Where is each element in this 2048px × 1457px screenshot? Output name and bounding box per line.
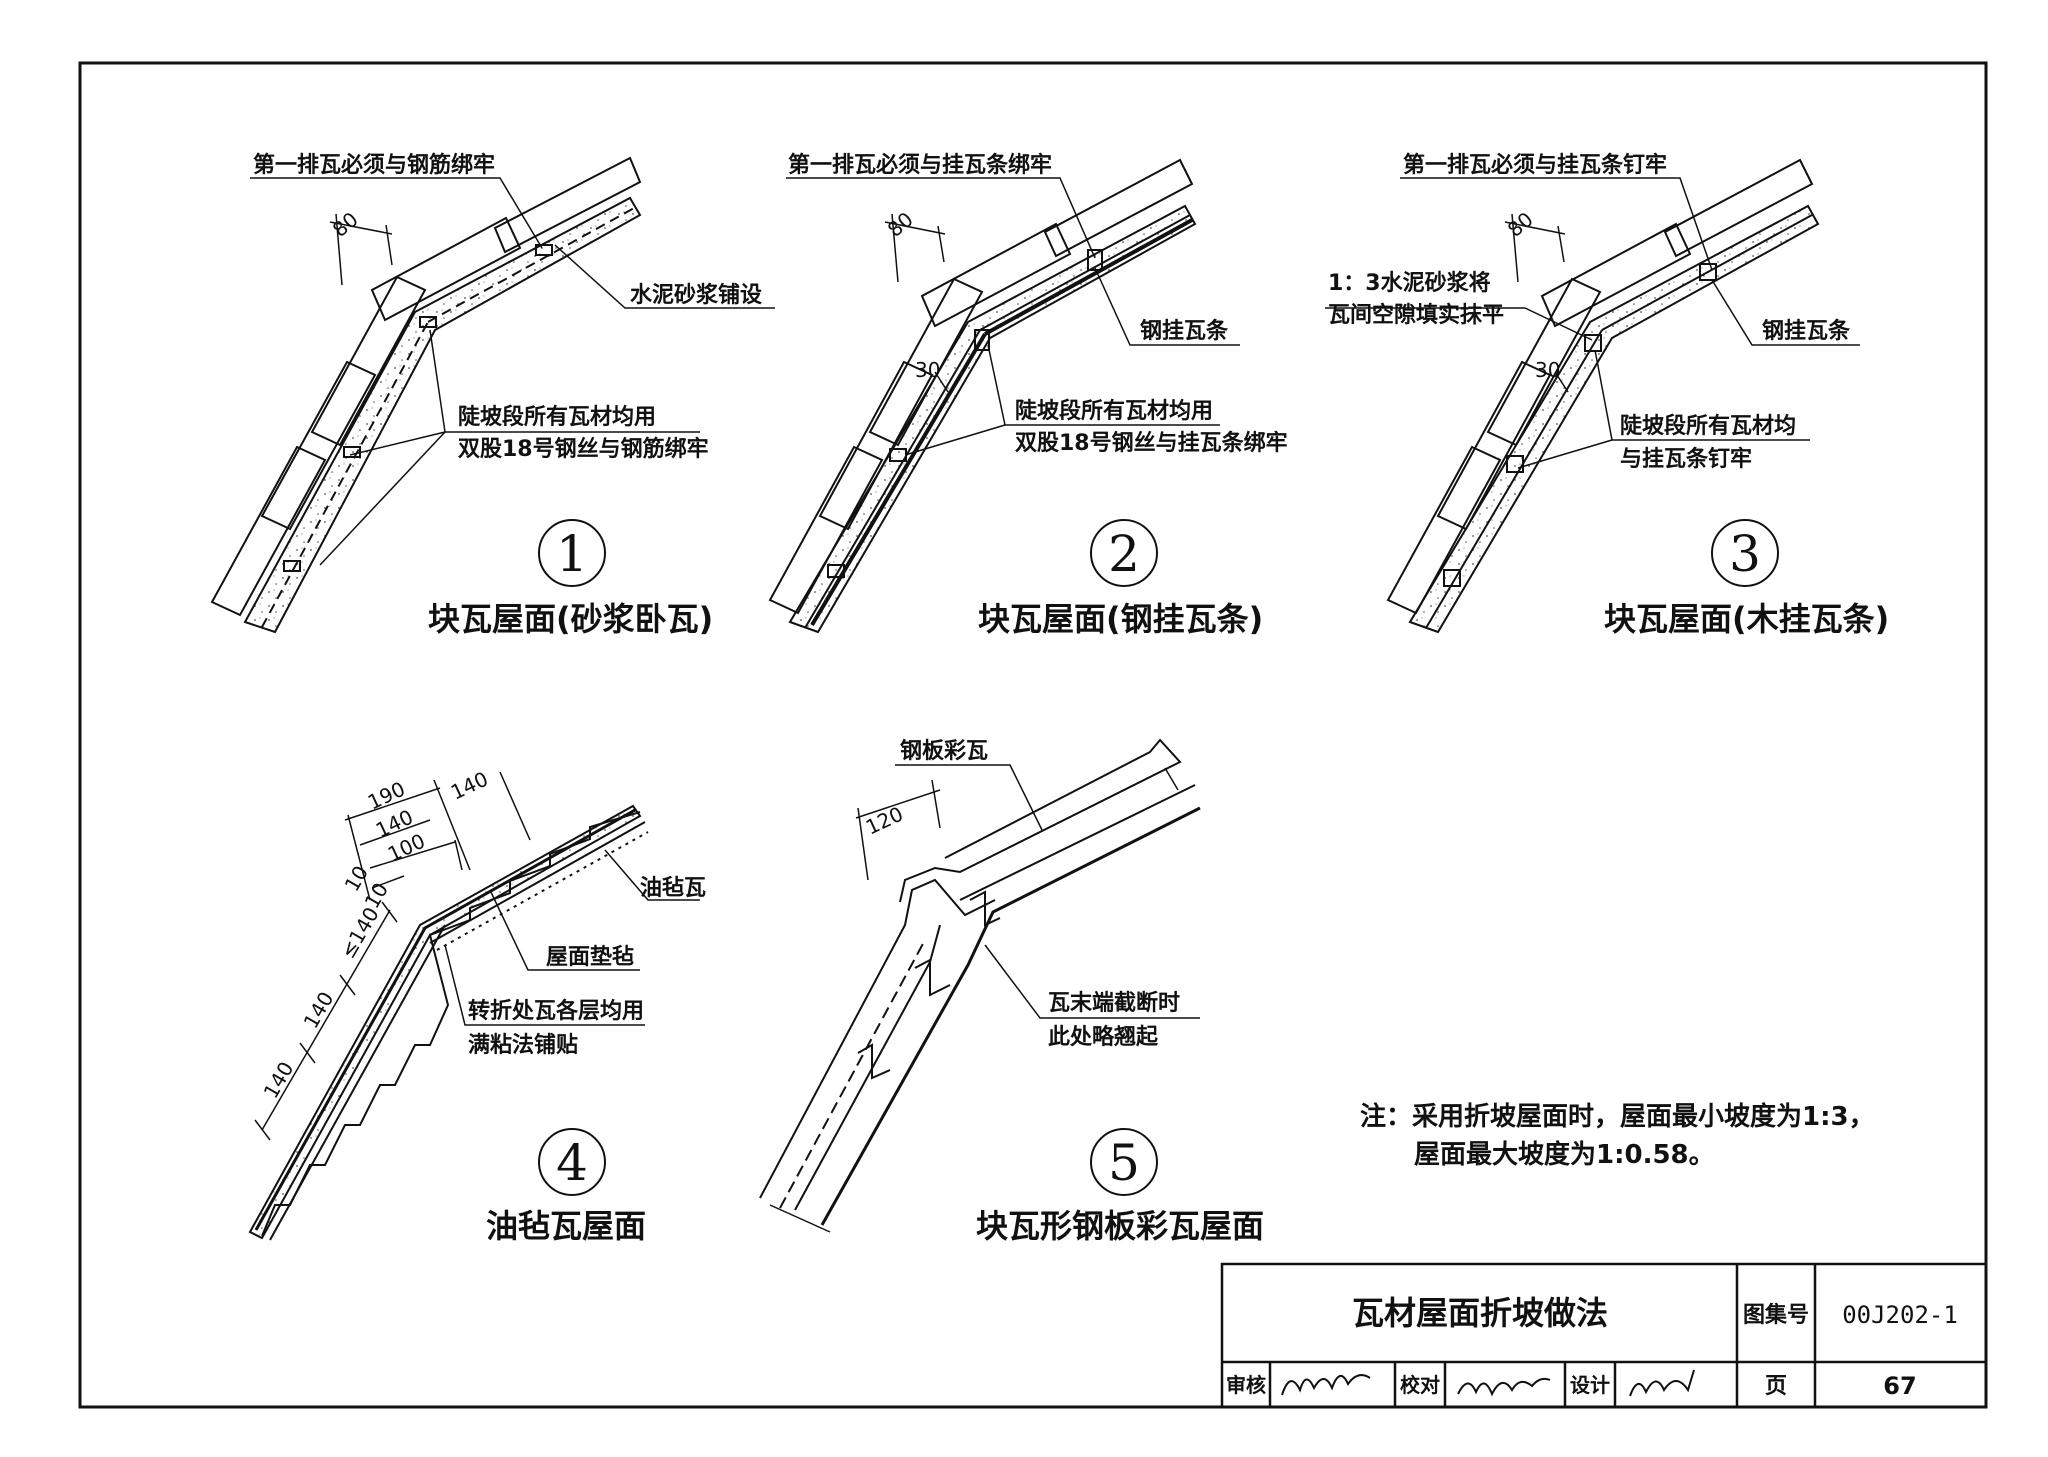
title-block [1220,1262,1988,1409]
detail-2-dim-80: 80 [883,207,918,242]
detail-1-note-3: 陡坡段所有瓦材均用 [458,404,656,430]
detail-4-title: 油毡瓦屋面 [486,1207,646,1245]
title-block-page-label: 页 [1765,1374,1787,1399]
detail-2-note-2: 钢挂瓦条 [1140,318,1229,344]
title-block-atlas-no: 00J202-1 [1842,1301,1958,1329]
detail-1-note-2: 水泥砂浆铺设 [630,282,762,308]
detail-3-dim-30: 30 [1535,358,1560,382]
detail-1-title: 块瓦屋面(砂浆卧瓦) [428,600,713,638]
detail-4-note-3: 转折处瓦各层均用 [468,998,644,1024]
detail-1-note-4: 双股18号钢丝与钢筋绑牢 [458,436,709,462]
detail-2 [768,158,1240,634]
title-block-review-label: 审核 [1226,1373,1266,1397]
detail-1-number: 1 [556,525,588,583]
title-block-design-label: 设计 [1570,1373,1610,1397]
title-block-atlas-label: 图集号 [1743,1302,1809,1328]
detail-1-note-1: 第一排瓦必须与钢筋绑牢 [253,152,495,178]
detail-3-number: 3 [1729,525,1761,583]
detail-2-note-1: 第一排瓦必须与挂瓦条绑牢 [788,152,1052,178]
detail-3-note-5: 陡坡段所有瓦材均 [1620,413,1796,439]
detail-1-dim-80: 80 [328,207,363,242]
title-block-page-no: 67 [1883,1372,1916,1400]
detail-4-note-4: 满粘法铺贴 [468,1032,578,1058]
detail-4-number: 4 [556,1134,588,1192]
detail-3 [1325,158,1860,634]
detail-4-dim-140d: 140 [259,1057,299,1102]
detail-5 [759,738,1201,1233]
detail-4-note-2: 屋面垫毡 [546,944,634,970]
sheet-border [78,61,1988,1409]
detail-4-dim-140a: 140 [447,767,492,805]
general-note-line-1: 注：采用折坡屋面时，屋面最小坡度为1:3， [1360,1101,1875,1132]
detail-5-title: 块瓦形钢板彩瓦屋面 [976,1207,1264,1245]
detail-3-title: 块瓦屋面(木挂瓦条) [1604,600,1889,638]
detail-5-note-2: 瓦末端截断时 [1048,990,1180,1016]
detail-1 [210,156,775,634]
detail-3-note-3: 瓦间空隙填实抹平 [1328,302,1504,328]
title-block-check-label: 校对 [1400,1373,1440,1397]
detail-3-note-4: 钢挂瓦条 [1762,318,1851,344]
detail-5-note-3: 此处略翘起 [1048,1024,1159,1050]
detail-2-number: 2 [1108,525,1140,583]
title-block-title: 瓦材屋面折坡做法 [1352,1294,1608,1332]
detail-3-note-2: 1：3水泥砂浆将 [1328,270,1491,296]
detail-3-dim-80: 80 [1503,207,1538,242]
detail-4 [248,771,700,1241]
detail-2-dim-30: 30 [915,358,940,382]
detail-3-note-1: 第一排瓦必须与挂瓦条钉牢 [1403,152,1667,178]
detail-2-title: 块瓦屋面(钢挂瓦条) [978,600,1263,638]
detail-5-dim-120: 120 [862,802,907,840]
detail-2-note-3: 陡坡段所有瓦材均用 [1015,398,1213,424]
detail-2-note-4: 双股18号钢丝与挂瓦条绑牢 [1015,430,1288,456]
detail-5-note-1: 钢板彩瓦 [900,738,988,764]
detail-3-note-6: 与挂瓦条钉牢 [1620,446,1752,472]
detail-5-number: 5 [1108,1134,1140,1192]
detail-4-note-1: 油毡瓦 [640,876,706,901]
general-note-line-2: 屋面最大坡度为1:0.58。 [1414,1139,1715,1170]
